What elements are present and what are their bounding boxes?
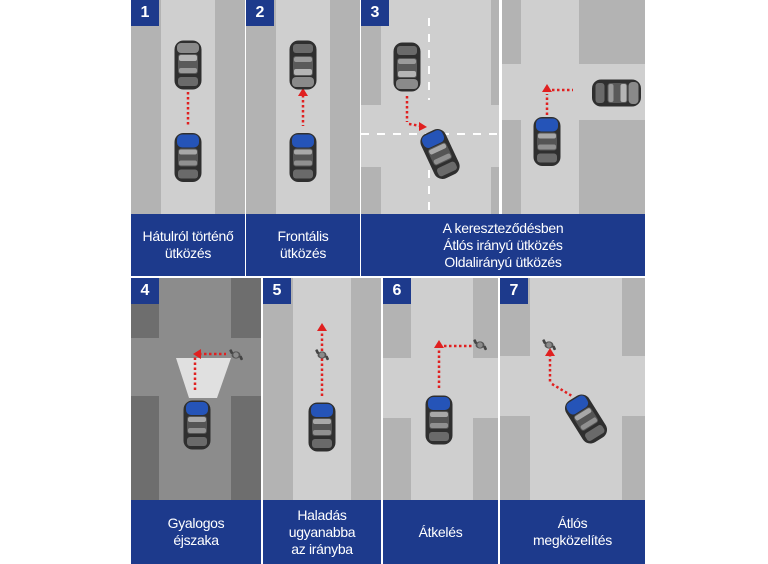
- own-car-icon: [308, 402, 336, 452]
- other-car-icon: [393, 42, 421, 92]
- scene-intersection: [361, 0, 645, 214]
- caption-line: Átkelés: [418, 523, 463, 540]
- road-illustration: [246, 0, 360, 214]
- trajectory-arrow-icon: [434, 340, 444, 348]
- caption-line: Hátulról történő: [142, 228, 234, 244]
- caption-line: Frontális: [277, 228, 329, 244]
- road-illustration: [131, 278, 261, 500]
- caption-line: Haladás: [297, 506, 347, 523]
- caption-line: megközelítés: [533, 532, 612, 548]
- scene-head-on: [246, 0, 360, 214]
- panel-caption: Átlós megközelítés: [500, 500, 645, 564]
- panel-number-badge: 6: [383, 278, 411, 304]
- other-car-icon: [592, 79, 641, 107]
- panel-caption: Gyalogos éjszaka: [131, 500, 261, 564]
- caption-line: ugyanabba: [288, 523, 356, 540]
- panel-caption: Hátulról történő ütközés: [131, 214, 245, 276]
- panel-number-badge: 3: [361, 0, 389, 26]
- caption-line: A kereszteződésben: [442, 219, 564, 236]
- trajectory-arrow-icon: [419, 122, 427, 131]
- own-car-icon: [174, 133, 202, 182]
- scene-crossing: [383, 278, 498, 500]
- own-car-icon: [183, 400, 211, 450]
- other-car-icon: [174, 40, 202, 90]
- headlight-beam: [176, 358, 231, 398]
- scenario-panel-1: 1 Hátulról történő ütközés: [131, 0, 245, 276]
- other-car-icon: [289, 40, 317, 90]
- road-illustration: [383, 278, 498, 500]
- caption-line: Átlós irányú ütközés: [443, 236, 563, 253]
- caption-line: Átlós: [557, 515, 588, 531]
- panel-number-badge: 1: [131, 0, 159, 26]
- panel-caption: A kereszteződésben Átlós irányú ütközés …: [361, 214, 645, 276]
- trajectory-arrow-icon: [298, 88, 308, 96]
- trajectory-arrow-icon: [545, 348, 555, 356]
- trajectory-arrow-icon: [317, 323, 327, 331]
- panel-caption: Haladás ugyanabba az irányba: [263, 500, 381, 564]
- panel-caption: Frontális ütközés: [246, 214, 360, 276]
- road-illustration: [131, 0, 245, 214]
- scenario-panel-4: 4 Gyalogos éjszaka: [131, 278, 261, 564]
- panel-number-badge: 5: [263, 278, 291, 304]
- own-car-icon: [289, 133, 317, 182]
- panel-number-badge: 7: [500, 278, 528, 304]
- road-illustration: [361, 0, 645, 214]
- own-car-icon: [533, 117, 561, 166]
- scene-diagonal-approach: [500, 278, 645, 500]
- caption-line: ütközés: [279, 245, 327, 261]
- trajectory-arrow-icon: [193, 349, 201, 359]
- own-car-icon: [425, 395, 453, 445]
- road-illustration: [263, 278, 381, 500]
- caption-line: Oldalirányú ütközés: [444, 253, 562, 270]
- scenario-panel-7: 7 Átlós megközelítés: [500, 278, 645, 564]
- scenario-panel-3: 3 A kereszteződésben Átlós irányú ütközé…: [361, 0, 645, 276]
- panel-caption: Átkelés: [383, 500, 498, 564]
- trajectory-arrow-icon: [542, 84, 552, 92]
- caption-line: éjszaka: [173, 532, 219, 548]
- caption-line: az irányba: [291, 540, 353, 557]
- scene-pedestrian-night: [131, 278, 261, 500]
- caption-line: ütközés: [164, 245, 212, 261]
- panel-number-badge: 2: [246, 0, 274, 26]
- scenario-panel-5: 5 Haladás ugyanabba az irányba: [263, 278, 381, 564]
- caption-line: Gyalogos: [167, 515, 225, 531]
- road-illustration: [500, 278, 645, 500]
- scene-rear-end: [131, 0, 245, 214]
- scene-same-direction: [263, 278, 381, 500]
- scenario-panel-2: 2 Frontális ütközés: [246, 0, 360, 276]
- scenario-panel-6: 6 Átkelés: [383, 278, 498, 564]
- panel-number-badge: 4: [131, 278, 159, 304]
